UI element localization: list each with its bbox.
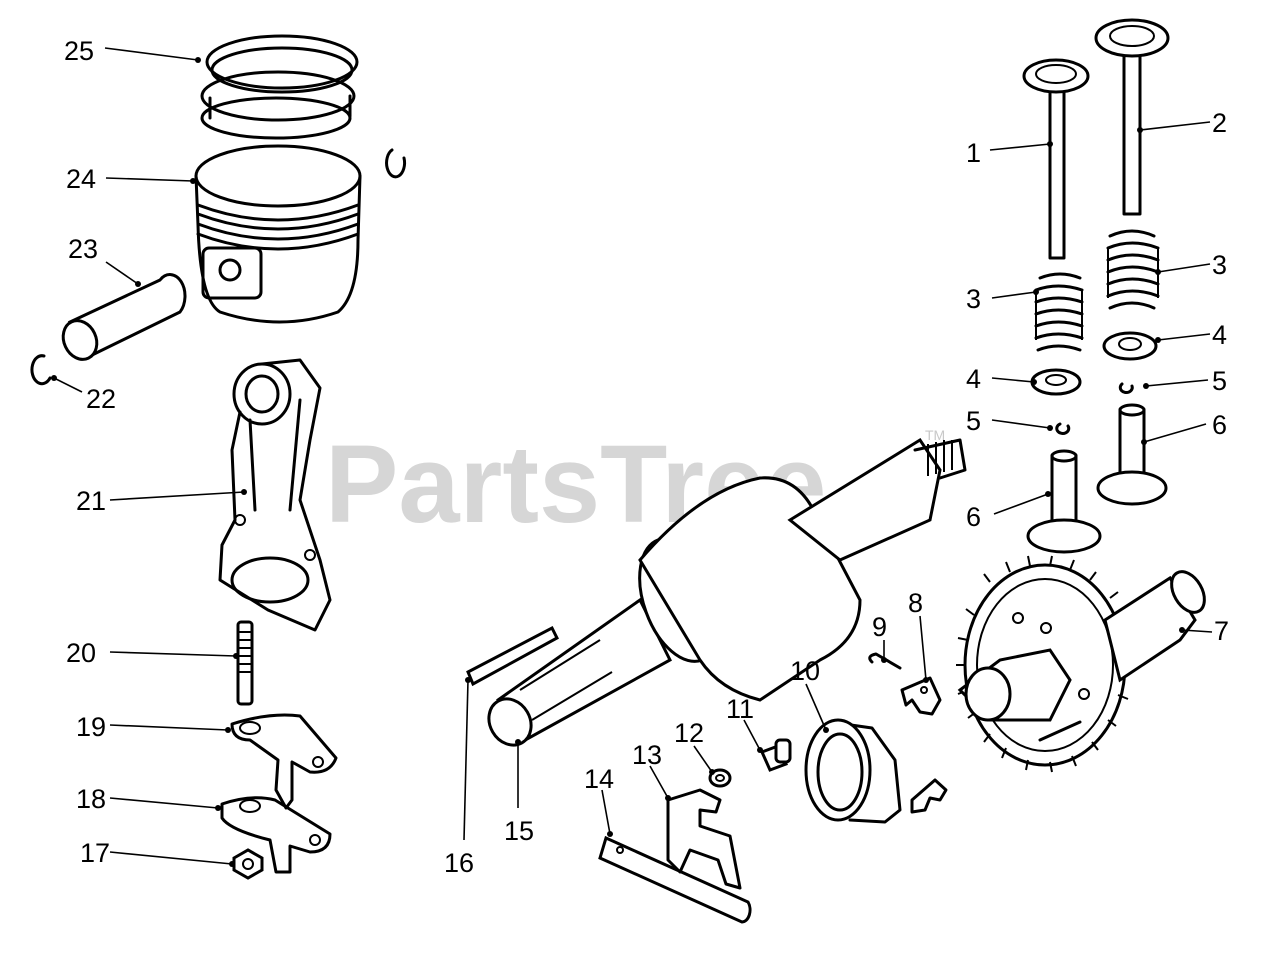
spring-retainer-left[interactable] [1030,368,1082,396]
watermark-tm: TM [925,427,945,443]
valve-keeper-left[interactable] [1055,422,1071,435]
exhaust-valve[interactable] [1022,58,1090,260]
callout-21: 21 [76,486,106,516]
piston-pin-clip-upper[interactable] [385,148,407,179]
valve-spring-left[interactable] [1034,272,1084,352]
valve-spring-right[interactable] [1106,229,1160,310]
callout-23: 23 [68,234,98,264]
screw[interactable] [759,738,792,772]
callout-5-left: 5 [966,406,981,436]
piston[interactable] [194,144,362,324]
callout-1: 1 [966,138,981,168]
governor-shaft[interactable] [598,835,752,924]
callout-13: 13 [632,740,662,770]
callout-3-right: 3 [1212,250,1227,280]
callout-8: 8 [908,588,923,618]
camshaft[interactable] [956,555,1211,773]
lock-plate-lower[interactable] [220,796,332,874]
callout-10: 10 [790,656,820,686]
crankshaft[interactable] [481,437,967,753]
callout-2: 2 [1212,108,1227,138]
intake-valve[interactable] [1094,18,1170,216]
piston-pin[interactable] [57,273,187,365]
callout-14: 14 [584,764,614,794]
crankshaft-key[interactable] [466,625,559,687]
callout-11: 11 [726,694,754,724]
callout-25: 25 [64,36,94,66]
callout-4-left: 4 [966,364,981,394]
washer[interactable] [708,768,732,788]
callout-6-left: 6 [966,502,981,532]
valve-keeper-right[interactable] [1118,382,1134,394]
callout-19: 19 [76,712,106,742]
lock-plate-upper[interactable] [230,713,338,810]
callout-24: 24 [66,164,96,194]
callout-12: 12 [674,718,704,748]
callout-16: 16 [444,848,474,878]
piston-pin-clip-lower[interactable] [30,354,52,386]
leader-lines [51,47,1213,867]
cotter-pin[interactable] [868,652,902,670]
oil-seal[interactable] [804,718,902,824]
rod-bolt[interactable] [236,620,254,706]
callout-17: 17 [80,838,110,868]
connecting-rod[interactable] [218,358,332,632]
bracket[interactable] [900,676,948,814]
callout-20: 20 [66,638,96,668]
piston-rings[interactable] [200,34,359,140]
callout-6-right: 6 [1212,410,1227,440]
valve-tappet-right[interactable] [1096,403,1168,506]
callout-9: 9 [872,612,887,642]
callout-18: 18 [76,784,106,814]
valve-tappet-left[interactable] [1026,449,1102,554]
callout-5-right: 5 [1212,366,1227,396]
governor-lever[interactable] [666,788,742,890]
spring-retainer-right[interactable] [1102,331,1158,361]
callout-labels: 25 24 23 22 21 20 19 18 17 16 15 14 13 1… [64,36,1229,878]
nut[interactable] [232,848,264,880]
callout-7: 7 [1214,616,1229,646]
callout-22: 22 [86,384,116,414]
callout-4-right: 4 [1212,320,1227,350]
callout-15: 15 [504,816,534,846]
callout-3-left: 3 [966,284,981,314]
